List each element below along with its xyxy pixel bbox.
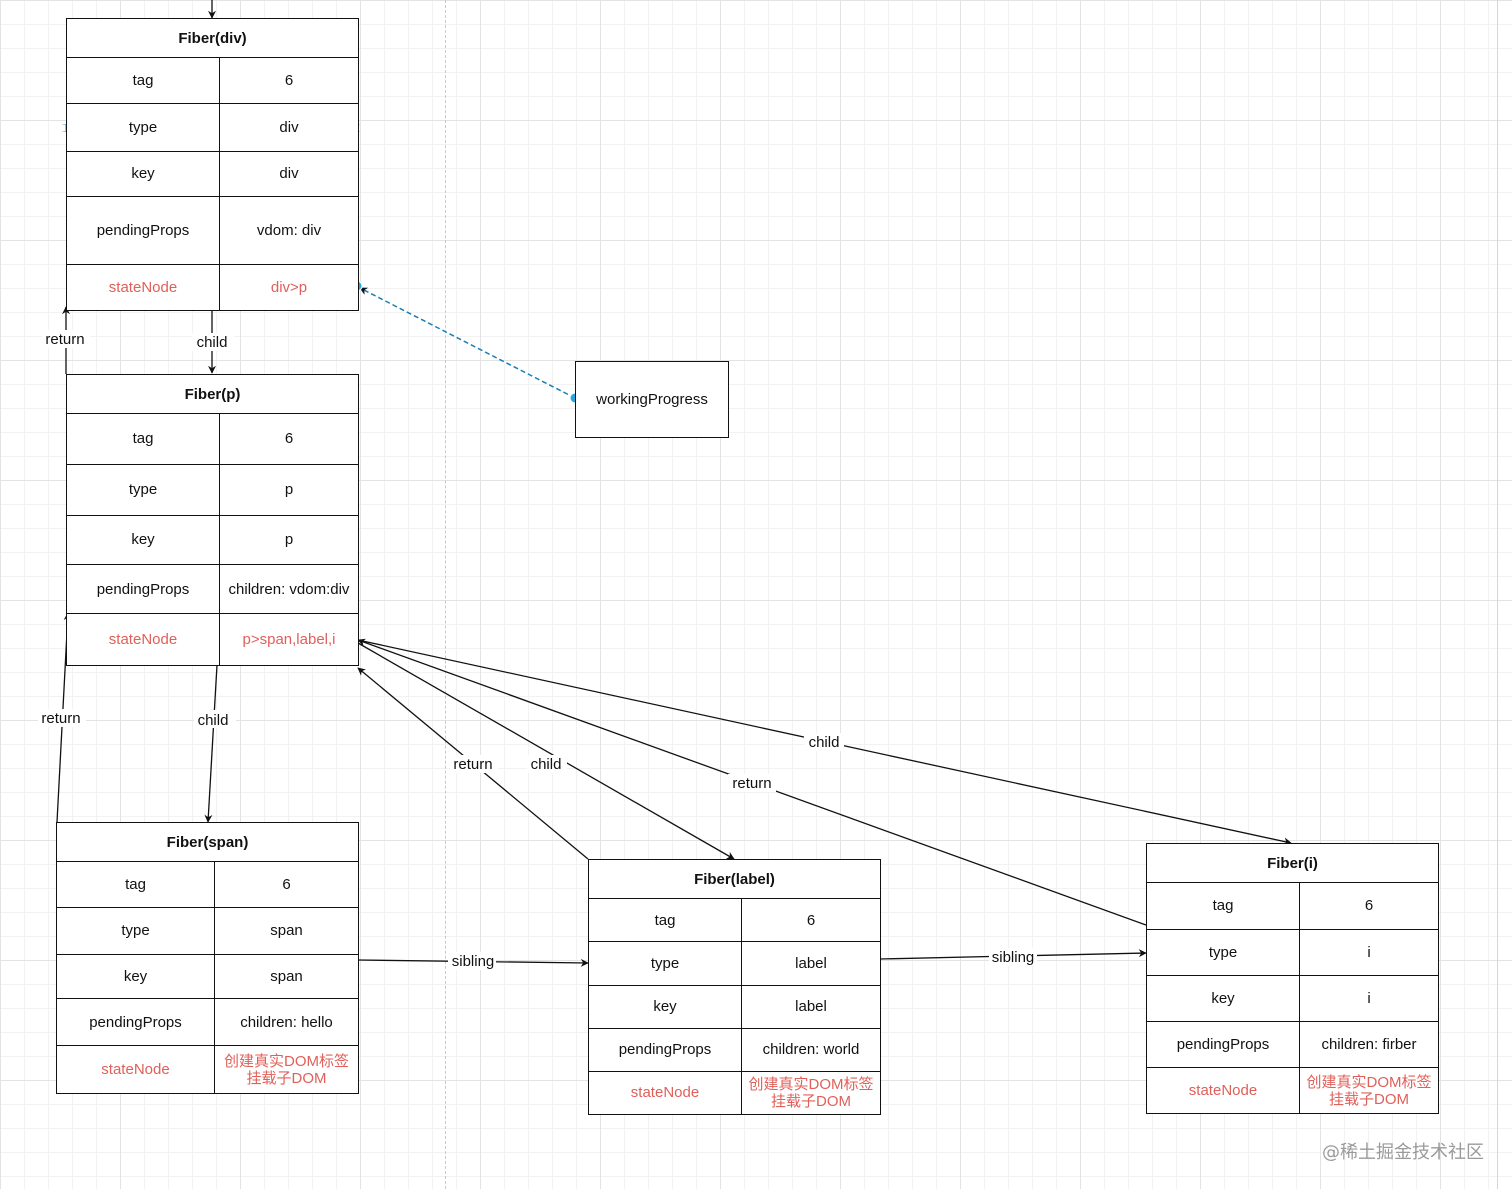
- value-cell: 6: [284, 72, 294, 90]
- value-cell: 创建真实DOM标签挂载子DOM: [224, 1052, 349, 1087]
- fiber-label[interactable]: Fiber(label) tag 6 type label key label pen…: [588, 859, 881, 1115]
- watermark: @稀土掘金技术社区: [1322, 1142, 1484, 1163]
- key-cell: tag: [1147, 883, 1300, 929]
- key-cell: tag: [67, 58, 220, 104]
- key-cell: tag: [67, 414, 220, 464]
- label-label-i-sibling: sibling: [992, 949, 1035, 966]
- key-cell: pendingProps: [1147, 1021, 1300, 1068]
- label-i-p-return: return: [732, 775, 771, 792]
- working-progress-link: [359, 287, 576, 399]
- working-progress-node[interactable]: workingProgress: [575, 361, 729, 438]
- value-cell: children: vdom:div: [228, 580, 350, 598]
- key-cell: stateNode: [67, 614, 220, 665]
- key-cell: pendingProps: [57, 999, 215, 1046]
- value-cell: span: [270, 968, 303, 986]
- fiber-title: Fiber(div): [67, 19, 358, 58]
- edge-span-label-sibling: [357, 958, 589, 967]
- edge-p-label-child: [357, 642, 735, 860]
- fiber-title: Fiber(label): [589, 860, 880, 899]
- value-cell: div: [279, 118, 299, 136]
- value-cell: i: [1367, 990, 1371, 1007]
- key-cell: pendingProps: [67, 196, 220, 264]
- value-cell: 6: [284, 430, 294, 448]
- value-cell: 创建真实DOM标签挂载子DOM: [1306, 1073, 1432, 1108]
- label-p-div-return: return: [45, 331, 84, 348]
- key-cell: stateNode: [589, 1071, 742, 1114]
- dashed-divider: [445, 0, 446, 1189]
- value-cell: div: [279, 165, 299, 183]
- edge-label-p-return: [357, 667, 589, 860]
- edge-label-i-sibling: [879, 949, 1147, 960]
- value-cell: span: [270, 922, 303, 940]
- key-cell: stateNode: [1147, 1068, 1300, 1114]
- fiber-title: Fiber(span): [57, 823, 358, 862]
- key-cell: key: [1147, 976, 1300, 1021]
- value-cell: 6: [1364, 897, 1374, 915]
- value-cell: i: [1367, 943, 1371, 961]
- key-cell: key: [57, 954, 215, 999]
- value-cell: p>span,label,i: [242, 631, 336, 649]
- value-cell: 6: [806, 911, 816, 929]
- label-label-p-return: return: [453, 756, 492, 773]
- value-cell: 6: [282, 875, 291, 893]
- key-cell: type: [67, 104, 220, 151]
- edge-p-span-child: [204, 664, 218, 823]
- key-cell: tag: [57, 862, 215, 907]
- key-cell: type: [67, 464, 220, 516]
- fiber-p[interactable]: Fiber(p) tag 6 type p key p pendingProps chi…: [66, 374, 359, 666]
- value-cell: 创建真实DOM标签挂载子DOM: [748, 1075, 874, 1110]
- edge-p-i-child: [357, 639, 1292, 846]
- value-cell: children: firber: [1321, 1036, 1417, 1054]
- value-cell: label: [795, 998, 827, 1016]
- key-cell: key: [589, 985, 742, 1028]
- key-cell: stateNode: [57, 1046, 215, 1094]
- label-div-p-child: child: [197, 334, 228, 351]
- label-p-label-child: child: [531, 756, 562, 773]
- value-cell: div>p: [270, 278, 308, 296]
- key-cell: pendingProps: [67, 564, 220, 614]
- key-cell: pendingProps: [589, 1028, 742, 1071]
- key-cell: key: [67, 151, 220, 196]
- key-cell: stateNode: [67, 264, 220, 310]
- key-cell: tag: [589, 899, 742, 941]
- canvas-edge: [1497, 0, 1498, 1189]
- label-p-i-child: child: [809, 734, 840, 751]
- value-cell: label: [795, 954, 827, 972]
- value-cell: p: [284, 531, 294, 549]
- fiber-span[interactable]: Fiber(span) tag 6 type span key span pendin…: [56, 822, 359, 1094]
- fiber-title: Fiber(i): [1147, 844, 1438, 883]
- key-cell: type: [589, 942, 742, 985]
- label-span-p-return: return: [41, 710, 80, 727]
- fiber-i[interactable]: Fiber(i) tag 6 type i key i pendingProps chi…: [1146, 843, 1439, 1114]
- key-cell: key: [67, 516, 220, 564]
- fiber-div[interactable]: Fiber(div) tag 6 type div key div pendingPr…: [66, 18, 359, 311]
- value-cell: children: world: [762, 1041, 860, 1059]
- label-span-label-sibling: sibling: [452, 953, 495, 970]
- value-cell: p: [284, 481, 294, 499]
- key-cell: type: [1147, 929, 1300, 976]
- value-cell: children: hello: [240, 1013, 333, 1031]
- key-cell: type: [57, 907, 215, 954]
- fiber-title: Fiber(p): [67, 375, 358, 414]
- label-p-span-child: child: [198, 712, 229, 729]
- value-cell: vdom: div: [256, 221, 322, 239]
